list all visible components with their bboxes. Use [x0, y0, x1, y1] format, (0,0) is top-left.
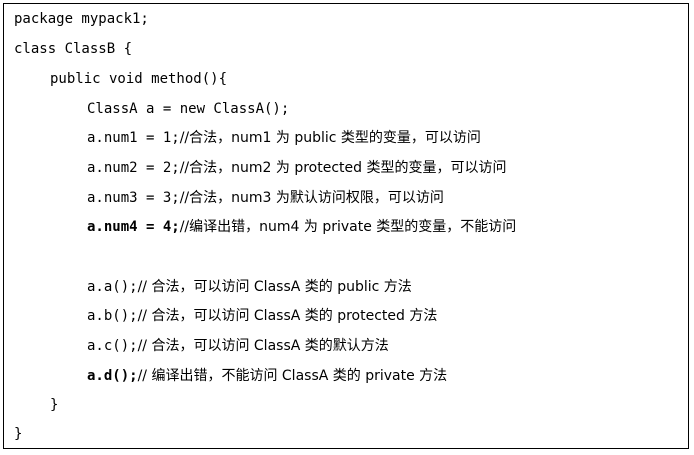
code-statement: a.num2 = 2; — [87, 160, 180, 176]
code-statement-error: a.d(); — [87, 368, 138, 384]
code-statement: a.a(); — [87, 279, 138, 295]
code-frame — [3, 3, 689, 449]
code-line-method-c: a.c();// 合法，可以访问 ClassA 类的默认方法 — [87, 336, 389, 356]
code-comment: // 合法，可以访问 ClassA 类的 protected 方法 — [137, 308, 438, 324]
code-line-class-close: } — [14, 426, 23, 442]
code-statement: a.num3 = 3; — [87, 190, 180, 206]
code-statement-error: a.num4 = 4; — [87, 219, 180, 235]
code-comment: //合法，num3 为默认访问权限，可以访问 — [179, 190, 444, 206]
code-line-num3: a.num3 = 3;//合法，num3 为默认访问权限，可以访问 — [87, 188, 444, 208]
code-comment: // 合法，可以访问 ClassA 类的 public 方法 — [137, 279, 412, 295]
code-comment: //合法，num2 为 protected 类型的变量，可以访问 — [179, 160, 507, 176]
code-comment: // 合法，可以访问 ClassA 类的默认方法 — [137, 338, 389, 354]
code-line-method-decl: public void method(){ — [50, 71, 228, 87]
code-line-method-a: a.a();// 合法，可以访问 ClassA 类的 public 方法 — [87, 277, 412, 297]
code-line-package: package mypack1; — [14, 11, 149, 27]
code-comment: //合法，num1 为 public 类型的变量，可以访问 — [179, 130, 481, 146]
code-line-class-decl: class ClassB { — [14, 41, 133, 57]
code-statement: a.c(); — [87, 338, 138, 354]
code-line-method-b: a.b();// 合法，可以访问 ClassA 类的 protected 方法 — [87, 306, 437, 326]
code-comment: //编译出错，num4 为 private 类型的变量，不能访问 — [179, 219, 517, 235]
code-statement: a.b(); — [87, 308, 138, 324]
code-line-method-close: } — [50, 397, 59, 413]
code-line-instantiation: ClassA a = new ClassA(); — [87, 101, 290, 117]
code-line-num2: a.num2 = 2;//合法，num2 为 protected 类型的变量，可… — [87, 158, 506, 178]
code-statement: a.num1 = 1; — [87, 130, 180, 146]
code-line-num4: a.num4 = 4;//编译出错，num4 为 private 类型的变量，不… — [87, 217, 516, 237]
code-comment: // 编译出错，不能访问 ClassA 类的 private 方法 — [137, 368, 448, 384]
code-line-method-d: a.d();// 编译出错，不能访问 ClassA 类的 private 方法 — [87, 366, 447, 386]
code-line-num1: a.num1 = 1;//合法，num1 为 public 类型的变量，可以访问 — [87, 128, 481, 148]
